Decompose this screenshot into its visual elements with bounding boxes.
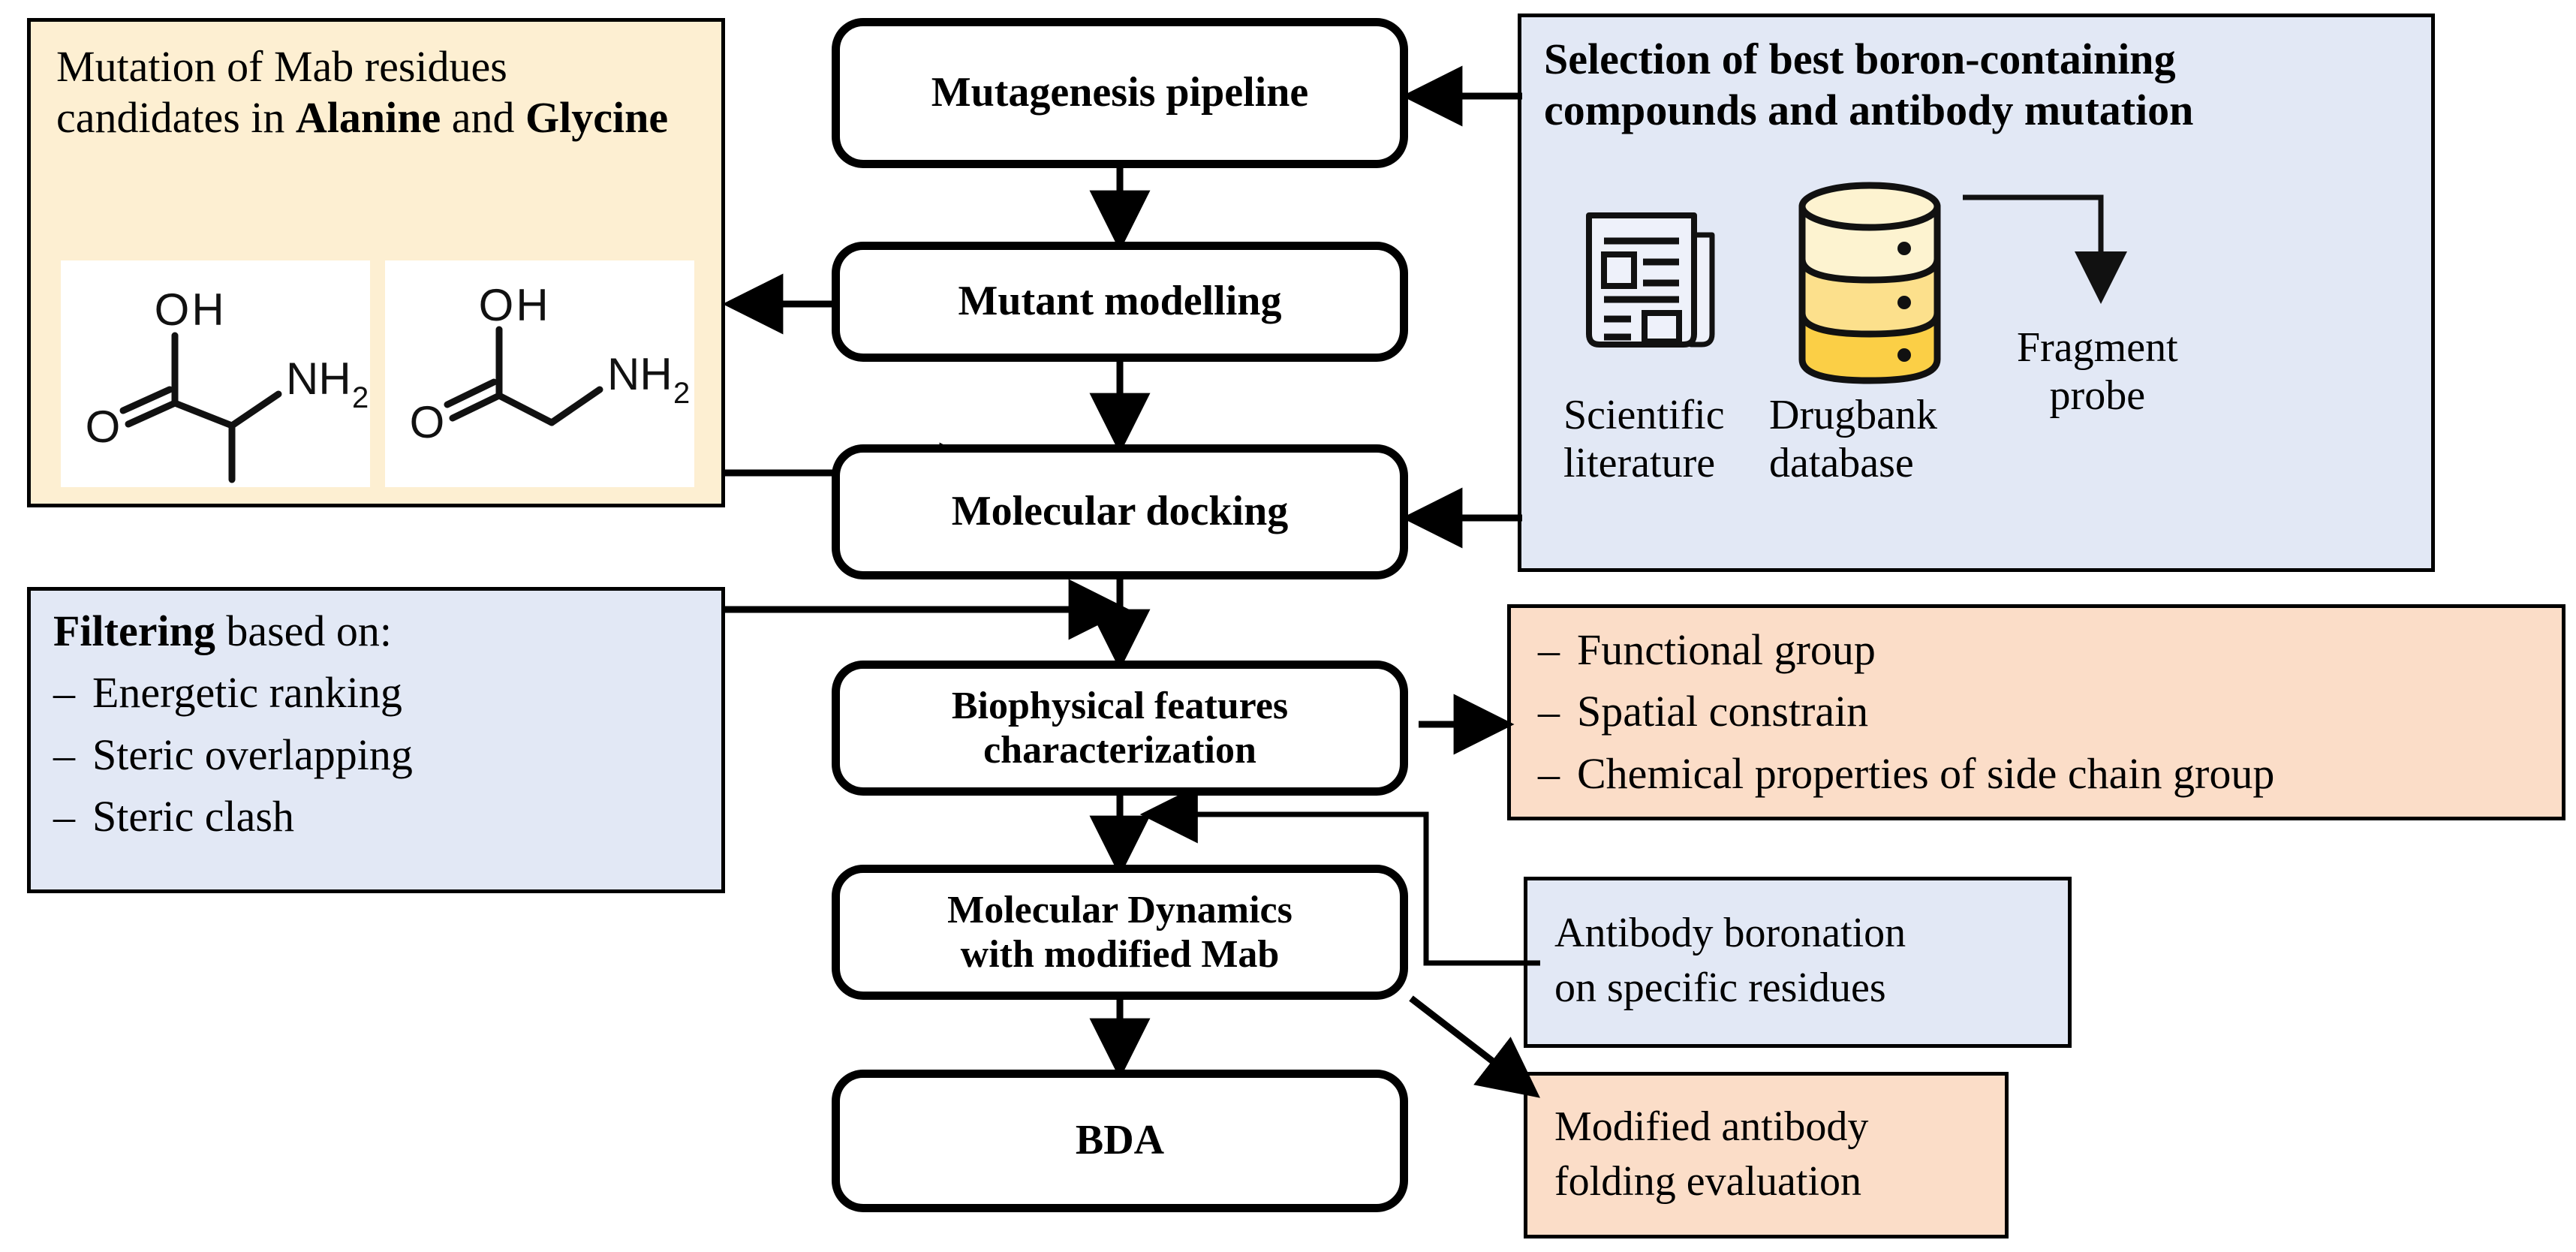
svg-text:O: O (410, 397, 445, 447)
filtering-heading: Filtering based on: (53, 606, 699, 657)
filtering-item: – Energetic ranking (53, 667, 699, 718)
boronation-line1: Antibody boronation (1554, 910, 1906, 956)
filtering-heading-bold: Filtering (53, 606, 215, 655)
mutation-text-glycine: Glycine (525, 93, 669, 143)
filtering-item-label: Energetic ranking (92, 668, 402, 718)
scientific-literature-line1: Scientific (1563, 392, 1725, 438)
svg-text:O: O (86, 402, 121, 452)
fragment-probe-arrow (1957, 188, 2152, 324)
feature-item: – Functional group (1538, 624, 2535, 676)
database-icon (1793, 176, 1952, 387)
feature-item: – Chemical properties of side chain grou… (1538, 748, 2535, 799)
folding-line2: folding evaluation (1554, 1157, 1862, 1205)
bullet-dash-icon: – (1538, 748, 1560, 798)
selection-title-line1: Selection of best boron-containing (1544, 35, 2176, 83)
filtering-heading-rest: based on: (215, 606, 393, 655)
drugbank-line2: database (1769, 440, 1914, 487)
newspaper-icon (1578, 205, 1729, 355)
mutation-candidates-panel: Mutation of Mab residues candidates in A… (27, 18, 725, 507)
bullet-dash-icon: – (53, 792, 75, 841)
fragment-probe-line2: probe (2049, 372, 2146, 420)
process-box-mutagenesis-pipeline[interactable]: Mutagenesis pipeline (832, 18, 1408, 168)
feature-item-label: Spatial constrain (1577, 687, 1869, 736)
process-label-molecular-docking: Molecular docking (951, 488, 1289, 535)
mutation-text-part1: Mutation of Mab residues candidates in (56, 42, 507, 143)
process-label-biophysical-line1: Biophysical features (951, 684, 1289, 727)
svg-text:O: O (479, 280, 514, 330)
mutation-text-alanine: Alanine (295, 93, 441, 143)
boronation-line2: on specific residues (1554, 964, 1886, 1011)
svg-text:H: H (191, 284, 224, 335)
svg-text:H: H (516, 280, 548, 330)
bullet-dash-icon: – (53, 730, 75, 779)
mutation-panel-text: Mutation of Mab residues candidates in A… (31, 22, 721, 144)
scientific-literature-line2: literature (1563, 440, 1716, 487)
svg-text:2: 2 (352, 381, 369, 414)
arrow-md-to-folding (1409, 995, 1540, 1098)
process-box-mutant-modelling[interactable]: Mutant modelling (832, 242, 1408, 362)
process-label-mutant-modelling: Mutant modelling (958, 278, 1282, 325)
process-label-md-line1: Molecular Dynamics (947, 888, 1293, 931)
process-box-biophysical-features[interactable]: Biophysical features characterization (832, 661, 1408, 796)
process-label-biophysical-line2: characterization (983, 729, 1256, 772)
feature-item-label: Chemical properties of side chain group (1577, 748, 2275, 798)
bullet-dash-icon: – (1538, 625, 1560, 674)
svg-text:NH: NH (286, 354, 351, 404)
filtering-item-label: Steric overlapping (92, 730, 413, 779)
process-box-molecular-docking[interactable]: Molecular docking (832, 444, 1408, 579)
selection-panel: Selection of best boron-containing compo… (1518, 14, 2435, 572)
biophysical-features-list-panel: – Functional group – Spatial constrain –… (1507, 604, 2565, 820)
glycine-structure-tile: O H O NH 2 (385, 260, 694, 487)
antibody-boronation-panel: Antibody boronation on specific residues (1524, 877, 2072, 1048)
process-label-bda: BDA (1075, 1117, 1165, 1164)
svg-text:2: 2 (673, 377, 690, 410)
feature-item: – Spatial constrain (1538, 686, 2535, 737)
process-box-bda[interactable]: BDA (832, 1070, 1408, 1212)
filtering-panel: Filtering based on: – Energetic ranking … (27, 587, 725, 893)
drugbank-line1: Drugbank (1769, 392, 1937, 438)
filtering-item: – Steric overlapping (53, 730, 699, 781)
process-label-mutagenesis: Mutagenesis pipeline (931, 69, 1309, 116)
alanine-structure-tile: O H O NH 2 (61, 260, 370, 487)
source-label-scientific-literature: Scientific literature (1563, 391, 1725, 488)
source-label-drugbank-database: Drugbank database (1769, 391, 1937, 488)
fragment-probe-line1: Fragment (2017, 324, 2178, 371)
selection-panel-title: Selection of best boron-containing compo… (1521, 17, 2431, 137)
filtering-item: – Steric clash (53, 791, 699, 842)
filtering-item-label: Steric clash (92, 792, 294, 841)
process-box-molecular-dynamics[interactable]: Molecular Dynamics with modified Mab (832, 865, 1408, 1000)
feature-item-label: Functional group (1577, 625, 1876, 674)
process-label-md-line2: with modified Mab (960, 933, 1280, 976)
fragment-probe-label: Fragment probe (2017, 324, 2178, 420)
mutation-text-and: and (441, 93, 526, 143)
bullet-dash-icon: – (1538, 687, 1560, 736)
svg-text:O: O (155, 284, 190, 335)
selection-title-line2: compounds and antibody mutation (1544, 86, 2194, 135)
bullet-dash-icon: – (53, 668, 75, 718)
svg-text:NH: NH (607, 349, 673, 399)
folding-line1: Modified antibody (1554, 1103, 1869, 1150)
modified-antibody-folding-panel: Modified antibody folding evaluation (1524, 1072, 2009, 1238)
